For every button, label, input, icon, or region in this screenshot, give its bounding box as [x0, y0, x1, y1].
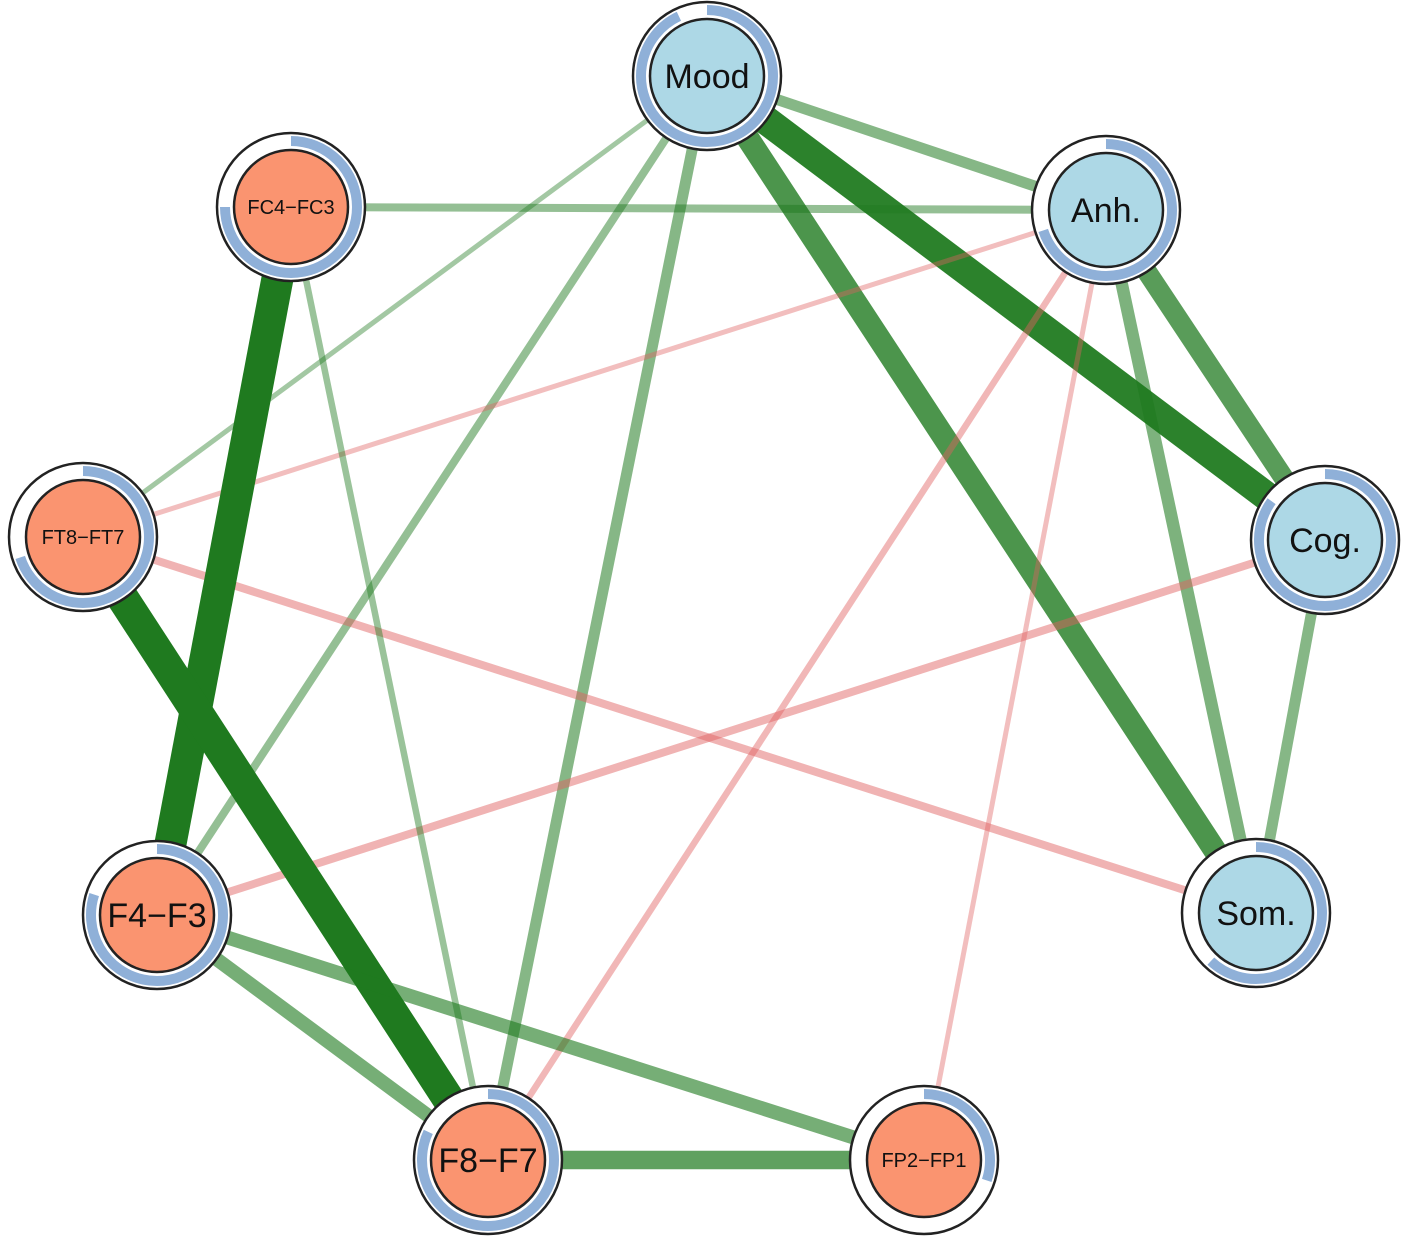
node-anh[interactable]: Anh.: [1030, 134, 1182, 286]
node-inner-circle: [1047, 151, 1165, 269]
edge-ft8ft7-f8f7: [69, 528, 502, 1169]
edge-som-ft8ft7: [81, 533, 1258, 917]
node-pie-arc: [1038, 139, 1177, 281]
edge-mood-som: [697, 69, 1266, 920]
node-inner-circle: [24, 478, 142, 596]
node-label: Anh.: [1071, 192, 1141, 230]
node-fc4fc3[interactable]: FC4−FC3: [215, 131, 367, 283]
edge-anh-fc4fc3: [290, 203, 1107, 214]
edge-mood-ft8ft7: [81, 73, 709, 540]
node-cog[interactable]: Cog.: [1249, 464, 1401, 616]
node-pie-arc: [923, 1089, 995, 1182]
node-pie-arc: [220, 136, 362, 278]
node-inner-circle: [1197, 854, 1315, 972]
edge-anh-fp2fp1: [921, 209, 1109, 1161]
edge-anh-f8f7: [485, 208, 1109, 1162]
node-label: Mood: [664, 58, 749, 96]
edge-mood-cog: [698, 64, 1334, 552]
node-label: Som.: [1216, 895, 1295, 933]
node-label: Cog.: [1289, 522, 1361, 560]
node-inner-circle: [429, 1101, 547, 1219]
node-inner-circle: [98, 856, 216, 974]
node-label: F8−F7: [438, 1142, 537, 1180]
node-label: F4−F3: [107, 897, 206, 935]
node-label: FT8−FT7: [42, 527, 125, 549]
node-f4f3[interactable]: F4−F3: [81, 839, 233, 991]
node-inner-circle: [865, 1101, 983, 1219]
node-label: FP2−FP1: [881, 1150, 966, 1172]
node-pie-arc: [1254, 469, 1396, 611]
edge-cog-f4f3: [155, 536, 1327, 919]
edge-anh-som: [1099, 208, 1263, 915]
node-ft8ft7[interactable]: FT8−FT7: [7, 461, 159, 613]
node-pie-arc: [636, 5, 778, 147]
node-label: FC4−FC3: [247, 197, 334, 219]
node-fp2fp1[interactable]: FP2−FP1: [848, 1084, 1000, 1236]
node-f8f7[interactable]: F8−F7: [412, 1084, 564, 1236]
edges-layer: [69, 64, 1334, 1170]
node-inner-circle: [1266, 481, 1384, 599]
node-inner-circle: [232, 148, 350, 266]
node-pie-arc: [15, 466, 154, 608]
node-pie-arc: [417, 1089, 559, 1231]
node-pie-arc: [1207, 842, 1327, 984]
edge-fc4fc3-f4f3: [141, 204, 307, 918]
edge-fc4fc3-f8f7: [287, 206, 492, 1161]
node-pie-arc: [86, 844, 228, 986]
edge-mood-f8f7: [482, 74, 713, 1162]
node-mood[interactable]: Mood: [631, 0, 783, 152]
node-inner-circle: [648, 17, 766, 135]
node-som[interactable]: Som.: [1180, 837, 1332, 989]
edge-f4f3-fp2fp1: [154, 908, 927, 1167]
